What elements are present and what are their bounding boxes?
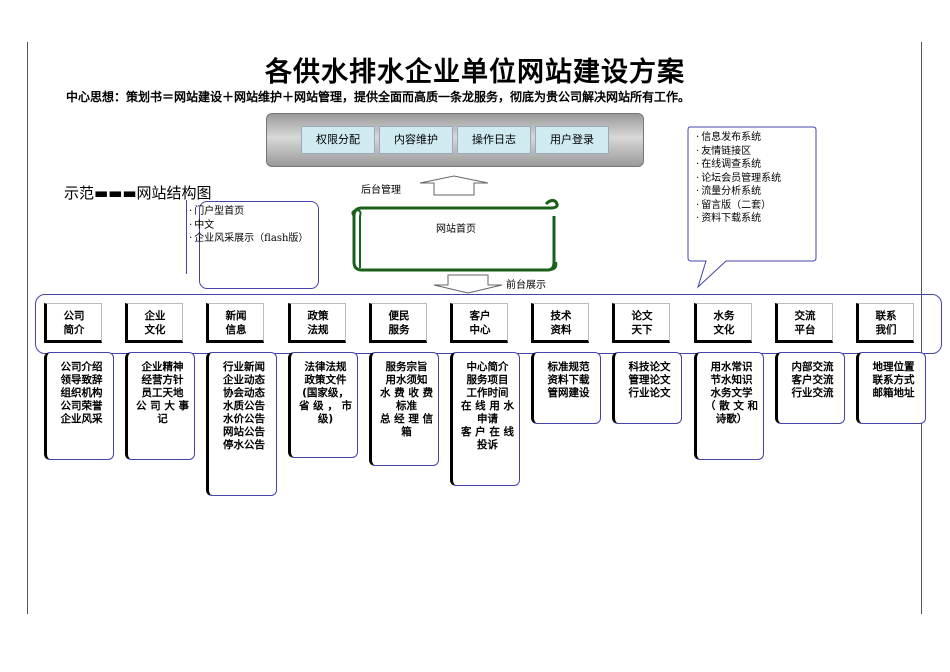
system-item: 在线调查系统 <box>696 158 781 172</box>
category-technical[interactable]: 技术资料 <box>531 303 589 343</box>
homepage-option: 企业风采展示（flash版） <box>189 232 308 246</box>
subitems-papers: 科技论文管理论文行业论文 <box>612 352 682 424</box>
category-convenience[interactable]: 便民服务 <box>369 303 427 343</box>
page-title: 各供水排水企业单位网站建设方案 <box>265 57 685 88</box>
systems-list: 信息发布系统 友情链接区 在线调查系统 论坛会员管理系统 流量分析系统 留言版（… <box>696 131 781 226</box>
subitems-convenience: 服务宗旨用水须知水 费 收 费标准总 经 理 信箱 <box>369 352 439 466</box>
subitems-contact: 地理位置联系方式邮箱地址 <box>856 352 926 424</box>
subitems-company-intro: 公司介绍领导致辞组织机构公司荣誉企业风采 <box>44 352 114 460</box>
frontend-label: 前台展示 <box>506 280 546 291</box>
operation-log-button[interactable]: 操作日志 <box>457 126 531 154</box>
user-login-button[interactable]: 用户登录 <box>535 126 609 154</box>
down-arrow-icon <box>433 274 503 294</box>
system-item: 论坛会员管理系统 <box>696 172 781 186</box>
left-page-border <box>27 42 28 614</box>
category-customer-center[interactable]: 客户中心 <box>450 303 508 343</box>
category-water-culture[interactable]: 水务文化 <box>694 303 752 343</box>
subitems-technical: 标准规范资料下载管网建设 <box>531 352 601 424</box>
category-policy[interactable]: 政策法规 <box>288 303 346 343</box>
subitems-policy: 法律法规政策文件(国家级，省 级 ， 市级) <box>288 352 358 458</box>
central-idea: 中心思想：策划书＝网站建设＋网站维护＋网站管理，提供全面而高质一条龙服务，彻底为… <box>66 90 691 104</box>
category-papers[interactable]: 论文天下 <box>612 303 670 343</box>
backend-panel: 权限分配 内容维护 操作日志 用户登录 <box>266 113 644 167</box>
category-corporate-culture[interactable]: 企业文化 <box>125 303 183 343</box>
content-maintenance-button[interactable]: 内容维护 <box>379 126 453 154</box>
sample-structure-title: 示范▬▬▬网站结构图 <box>64 184 212 202</box>
category-news[interactable]: 新闻信息 <box>206 303 264 343</box>
system-item: 信息发布系统 <box>696 131 781 145</box>
category-exchange[interactable]: 交流平台 <box>775 303 833 343</box>
subitems-customer-center: 中心简介服务项目工作时间在 线 用 水申请客 户 在 线投诉 <box>450 352 520 486</box>
homepage-scroll-icon <box>351 198 559 272</box>
right-page-border <box>921 42 922 614</box>
subitems-corporate-culture: 企业精神经营方针员工天地公 司 大 事记 <box>125 352 195 460</box>
homepage-scroll-label: 网站首页 <box>436 224 476 235</box>
callout-pointer-line <box>186 200 187 274</box>
system-item: 友情链接区 <box>696 145 781 159</box>
homepage-option: 门户型首页 <box>189 205 308 219</box>
backend-label: 后台管理 <box>361 185 401 196</box>
category-company-intro[interactable]: 公司简介 <box>44 303 102 343</box>
category-contact[interactable]: 联系我们 <box>856 303 914 343</box>
subitems-news: 行业新闻企业动态协会动态水质公告水价公告网站公告停水公告 <box>206 352 277 496</box>
permission-button[interactable]: 权限分配 <box>301 126 375 154</box>
system-item: 流量分析系统 <box>696 185 781 199</box>
subitems-water-culture: 用水常识节水知识水务文学（ 散 文 和诗歌） <box>694 352 764 460</box>
homepage-option: 中文 <box>189 219 308 233</box>
system-item: 留言版（二套） <box>696 199 781 213</box>
system-item: 资料下载系统 <box>696 212 781 226</box>
homepage-options-list: 门户型首页 中文 企业风采展示（flash版） <box>189 205 308 246</box>
up-arrow-icon <box>419 175 489 196</box>
subitems-exchange: 内部交流客户交流行业交流 <box>775 352 845 424</box>
